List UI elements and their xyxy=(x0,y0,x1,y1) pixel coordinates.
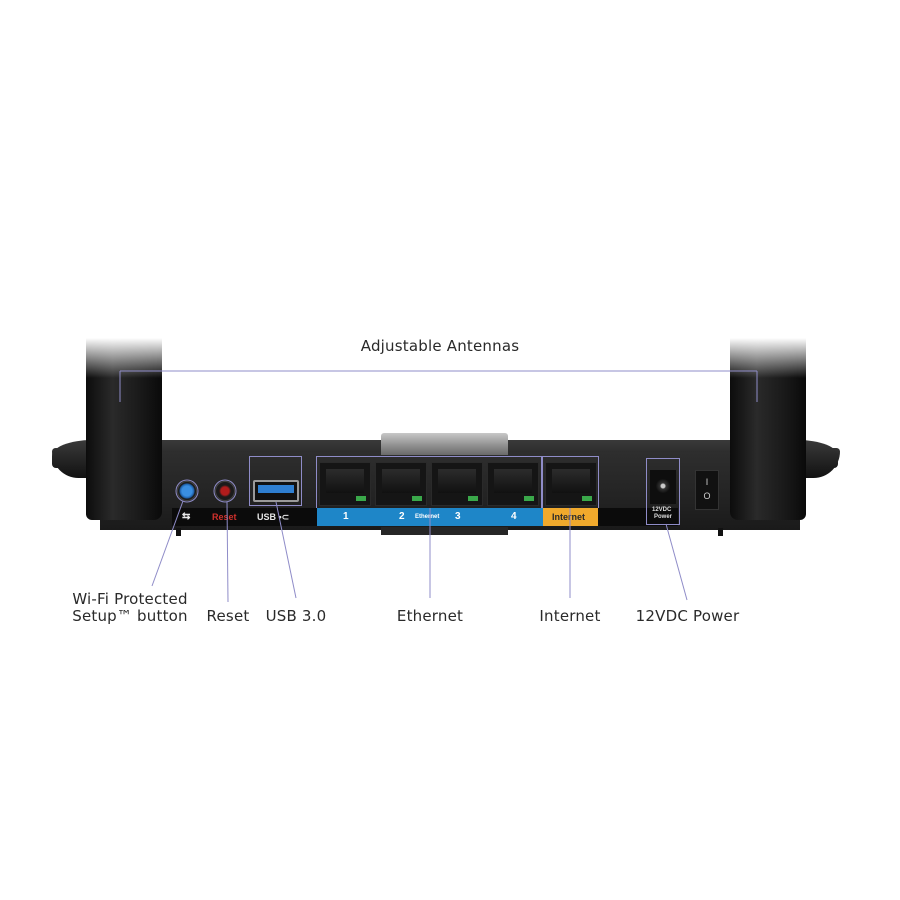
power-panel-label-2: Power xyxy=(654,514,673,520)
ethernet-panel-label: Ethernet xyxy=(415,514,440,520)
port-led xyxy=(582,496,592,501)
port-led xyxy=(524,496,534,501)
port-socket xyxy=(494,469,532,493)
ethernet-port-1[interactable] xyxy=(319,462,371,506)
internet-highlight-box xyxy=(542,456,599,508)
internet-panel-label: Internet xyxy=(552,512,586,522)
internet-label: Internet xyxy=(539,607,601,625)
antennas-label: Adjustable Antennas xyxy=(360,337,520,355)
usb-label: USB 3.0 xyxy=(265,607,327,625)
ethernet-label: Ethernet xyxy=(396,607,464,625)
reset-button[interactable] xyxy=(215,481,235,501)
power-jack[interactable] xyxy=(650,470,676,504)
wps-label-line2: Setup™ button xyxy=(72,607,188,625)
port-number-1: 1 xyxy=(343,511,349,522)
ethernet-port-2[interactable] xyxy=(375,462,427,506)
switch-on-mark: I xyxy=(705,477,709,487)
wps-symbol: ⇆ xyxy=(182,511,191,522)
router-foot-left xyxy=(176,528,181,536)
usb-panel-label: USB •⊂ xyxy=(257,512,290,522)
port-number-3: 3 xyxy=(455,511,461,522)
port-led xyxy=(356,496,366,501)
router-foot-right xyxy=(718,528,723,536)
power-panel-label-1: 12VDC xyxy=(652,507,672,513)
port-led xyxy=(468,496,478,501)
switch-off-mark: O xyxy=(703,491,711,501)
port-led xyxy=(412,496,422,501)
port-socket xyxy=(326,469,364,493)
left-antenna-base xyxy=(86,440,162,520)
power-switch[interactable]: I O xyxy=(695,470,719,510)
reset-label: Reset xyxy=(206,607,250,625)
right-antenna-base xyxy=(730,440,806,520)
port-number-2: 2 xyxy=(399,511,405,522)
wps-label-line1: Wi-Fi Protected xyxy=(72,590,188,608)
reset-panel-label: Reset xyxy=(212,512,237,522)
usb-highlight-box xyxy=(249,456,302,506)
label-strip-right xyxy=(598,508,678,526)
port-number-4: 4 xyxy=(511,511,517,522)
port-socket xyxy=(552,469,590,493)
internet-port[interactable] xyxy=(545,462,597,506)
power-label: 12VDC Power xyxy=(635,607,740,625)
ethernet-highlight-box xyxy=(316,456,542,508)
ethernet-port-4[interactable] xyxy=(487,462,539,506)
label-strip-left xyxy=(172,508,317,526)
port-socket xyxy=(382,469,420,493)
router-bottom-tab xyxy=(381,527,508,535)
usb-port-insert xyxy=(258,485,294,493)
usb-port[interactable] xyxy=(253,480,299,502)
power-highlight-box xyxy=(646,458,680,525)
wps-button[interactable] xyxy=(177,481,197,501)
router-center-handle xyxy=(381,433,508,455)
power-jack-hole xyxy=(656,479,670,493)
port-socket xyxy=(438,469,476,493)
ethernet-port-3[interactable] xyxy=(431,462,483,506)
